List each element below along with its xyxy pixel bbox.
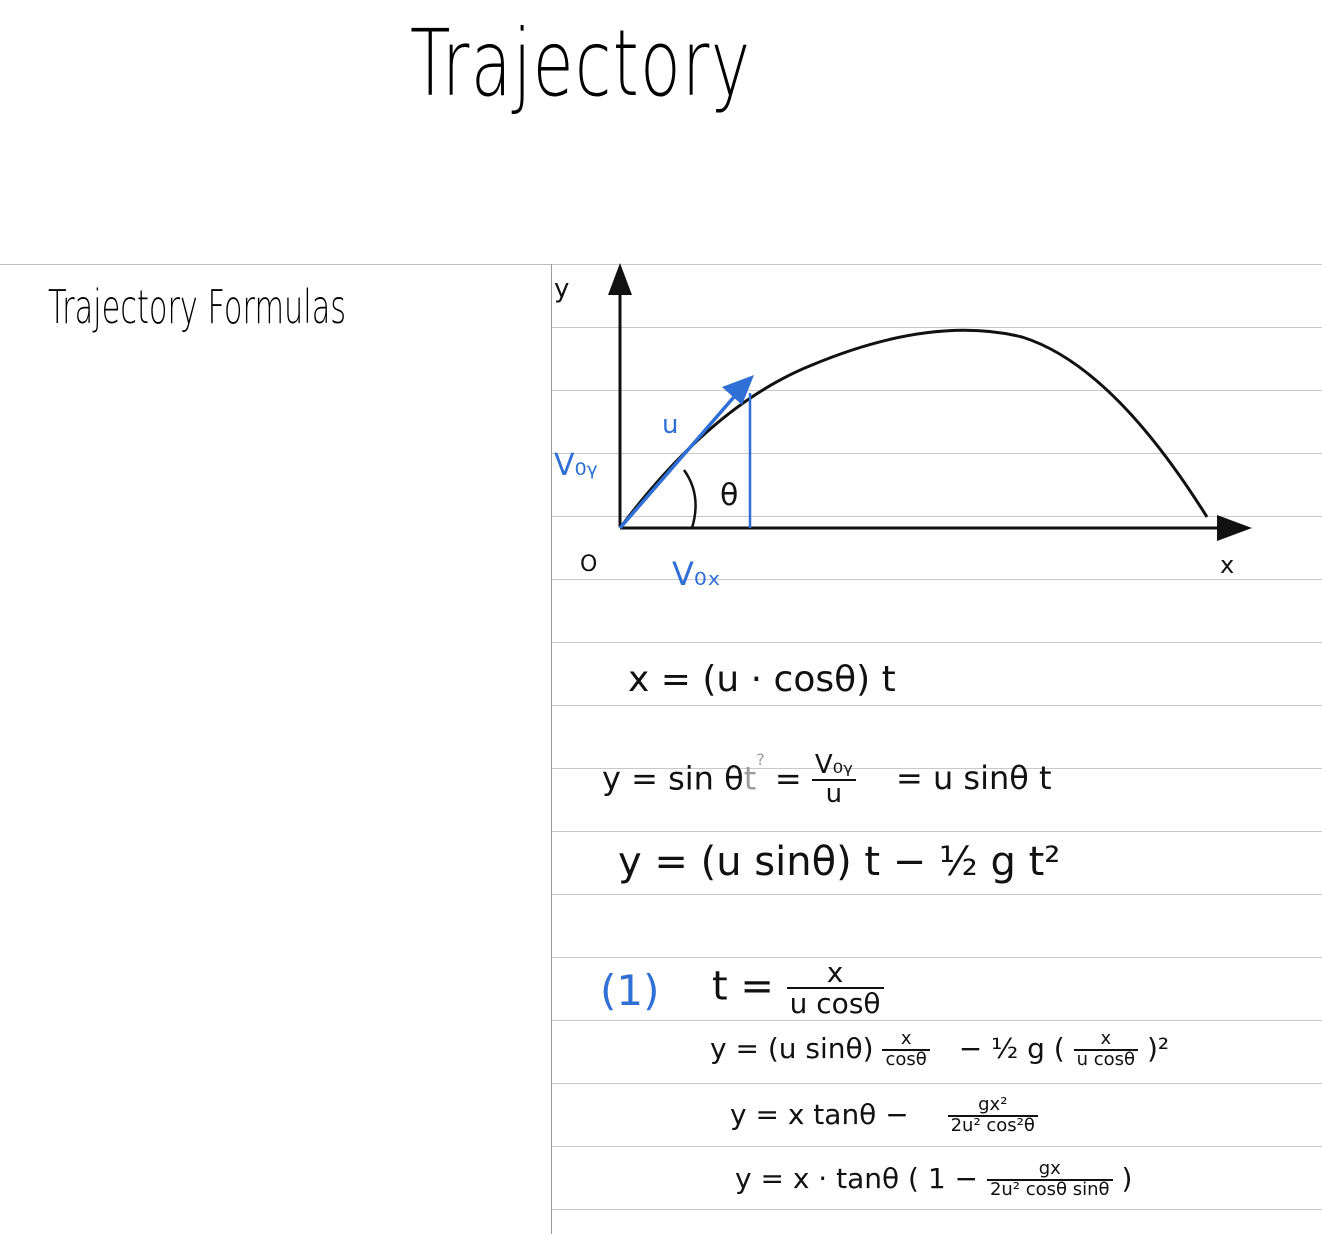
eq-y1-equals: = [774, 759, 802, 798]
eq-y1-question: ? [756, 750, 765, 769]
eq-sub-frac2-den: u cosθ [1076, 1048, 1136, 1070]
eq-t-num: x [786, 958, 884, 990]
eq-sub-lhs: y = (u sinθ) [710, 1031, 874, 1065]
angle-arc [682, 469, 697, 529]
eq-y1-mark: t [743, 759, 757, 798]
velocity-vector [618, 388, 742, 530]
equation-y: y = (u sinθ) t − ½ g t² [618, 842, 1060, 882]
equation-x-text: x = (u · cosθ) t [628, 659, 896, 700]
eq-t-fraction: x u cosθ [786, 958, 884, 1021]
eq-sub-close: )² [1146, 1031, 1170, 1065]
eq-simp-fraction: gx² 2u² cos²θ [947, 1095, 1038, 1136]
velocity-label: u [662, 410, 678, 440]
y-axis-arrow-icon [608, 263, 632, 295]
vx-label: V₀ₓ [672, 555, 721, 593]
equation-final: y = x · tanθ ( 1 − gx 2u² cosθ sinθ ) [735, 1159, 1133, 1200]
equation-x: x = (u · cosθ) t [628, 662, 896, 698]
eq-final-den: 2u² cosθ sinθ [989, 1178, 1110, 1200]
equation-simplified: y = x tanθ − gx² 2u² cos²θ [730, 1095, 1038, 1136]
eq-sub-frac1-den: cosθ [885, 1048, 927, 1070]
eq-simp-num: gx² [947, 1095, 1038, 1117]
step-label: (1) [600, 966, 660, 1015]
eq-final-close: ) [1121, 1161, 1133, 1195]
eq-simp-lhs: y = x tanθ − [730, 1097, 909, 1131]
eq-sub-frac2-num: x [1073, 1029, 1139, 1051]
eq-t-den: u cosθ [789, 987, 881, 1021]
eq-final-fraction: gx 2u² cosθ sinθ [986, 1159, 1113, 1200]
angle-label: θ [720, 478, 738, 513]
eq-sub-frac1-num: x [882, 1029, 930, 1051]
origin-label: O [580, 552, 597, 577]
eq-simp-den: 2u² cos²θ [950, 1114, 1035, 1136]
eq-t-lhs: t = [712, 963, 774, 1010]
eq-y1-num: V₀ᵧ [811, 751, 856, 782]
eq-y1-right: = u sinθ t [895, 759, 1052, 798]
equation-substituted: y = (u sinθ) x cosθ − ½ g ( x u cosθ )² [710, 1029, 1170, 1070]
x-axis-arrow-icon [1217, 515, 1252, 541]
axis-x-label: x [1220, 551, 1234, 579]
axis-y-label: y [554, 274, 569, 304]
trajectory-curve [618, 328, 1209, 529]
eq-final-lhs: y = x · tanθ ( 1 − [735, 1161, 979, 1195]
vy-label: V₀ᵧ [554, 448, 598, 483]
eq-sub-frac1: x cosθ [882, 1029, 930, 1070]
margin-line [551, 264, 552, 1234]
eq-y1-fraction: V₀ᵧ u [811, 751, 856, 810]
ruled-lines [552, 264, 1322, 1234]
eq-sub-minus: − ½ g ( [958, 1031, 1065, 1065]
page-title: Trajectory [410, 10, 752, 117]
eq-y1-den: u [825, 779, 843, 810]
eq-sub-frac2: x u cosθ [1073, 1029, 1139, 1070]
eq-final-num: gx [986, 1159, 1113, 1181]
equation-y-text: y = (u sinθ) t − ½ g t² [618, 839, 1061, 885]
equation-y-velocity: y = sin θt? = V₀ᵧ u = u sinθ t [602, 750, 1052, 810]
eq-y1-left: y = sin θ [602, 759, 744, 798]
section-title: Trajectory Formulas [48, 280, 347, 334]
equation-t: t = x u cosθ [712, 958, 884, 1019]
velocity-arrow-icon [722, 375, 754, 405]
trajectory-diagram: y x O u V₀ᵧ V₀ₓ θ [554, 263, 1252, 593]
